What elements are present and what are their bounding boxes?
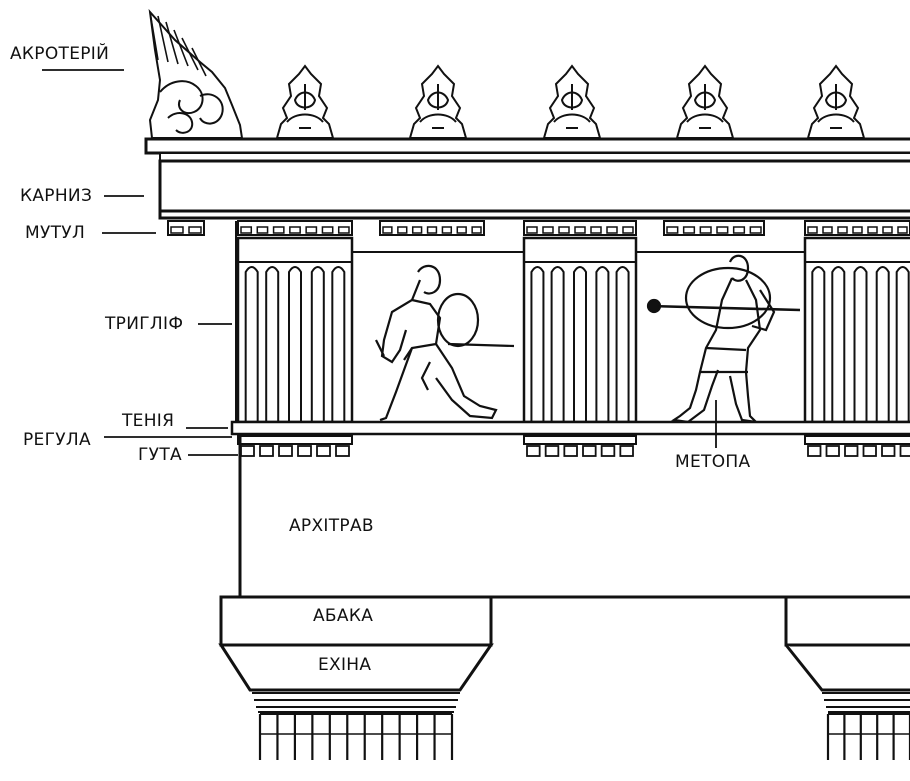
regula-row	[237, 435, 910, 457]
label-karnyz: КАРНИЗ	[20, 186, 93, 206]
triglyph	[803, 236, 910, 424]
triglyph	[522, 236, 638, 424]
regula	[237, 435, 353, 457]
column-shaft-right	[826, 713, 910, 760]
column-shaft-left	[258, 713, 454, 760]
capital-left	[218, 595, 494, 713]
label-regula: РЕГУЛА	[23, 430, 91, 450]
mutule	[167, 220, 205, 236]
mutule	[237, 220, 353, 236]
label-ekhina: ЕХІНА	[318, 655, 372, 675]
leader-lines	[42, 69, 717, 456]
mutule	[663, 220, 765, 236]
metope-warrior-left	[375, 264, 515, 422]
antefix	[275, 64, 335, 139]
antefix-row	[275, 64, 866, 139]
regula	[523, 435, 637, 457]
label-metopa: МЕТОПА	[675, 452, 751, 472]
label-teniya: ТЕНІЯ	[122, 411, 175, 431]
capital-right	[784, 595, 910, 713]
acroterion-ornament	[148, 8, 244, 139]
triglyph-row	[236, 236, 910, 424]
antefix	[542, 64, 602, 139]
frieze	[235, 221, 805, 422]
label-akroteriy: АКРОТЕРІЙ	[10, 44, 110, 64]
antefix	[806, 64, 866, 139]
label-tryglif: ТРИГЛІФ	[105, 314, 184, 334]
mutule	[804, 220, 910, 236]
metope-warrior-right	[646, 254, 801, 424]
antefix	[675, 64, 735, 139]
triglyph	[236, 236, 354, 424]
label-guta: ГУТА	[138, 445, 182, 465]
cornice	[144, 137, 910, 220]
label-abaka: АБАКА	[313, 606, 374, 626]
mutule	[379, 220, 485, 236]
taenia	[230, 420, 910, 436]
label-arkhitrav: АРХІТРАВ	[289, 516, 374, 536]
antefix	[408, 64, 468, 139]
label-mutul: МУТУЛ	[25, 223, 86, 243]
mutule	[523, 220, 637, 236]
regula	[804, 435, 910, 457]
mutule-row	[167, 220, 910, 236]
